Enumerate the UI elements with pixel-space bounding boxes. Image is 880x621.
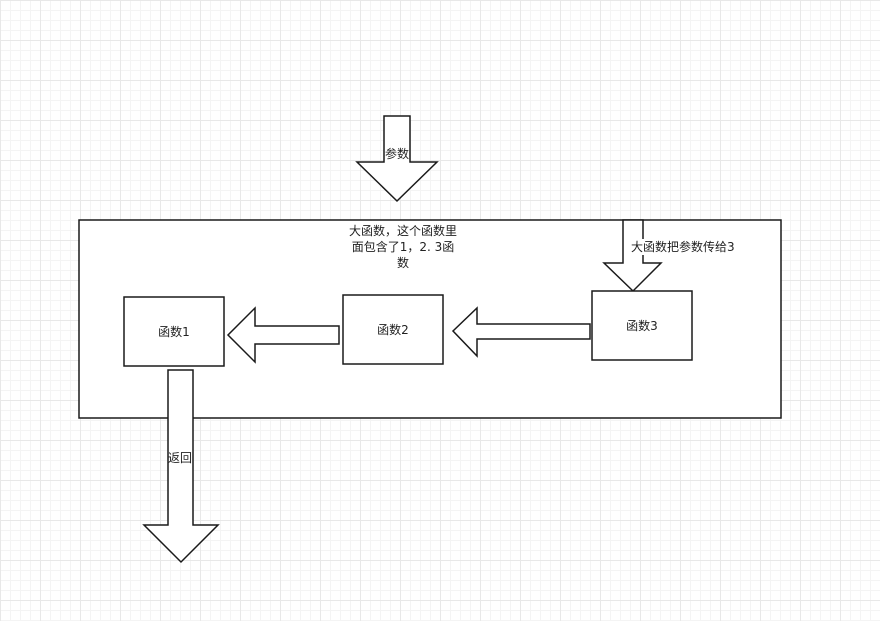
func3-to-func2-arrow[interactable]: [451, 306, 591, 358]
return-arrow-label: 返回: [168, 451, 193, 465]
func2-box[interactable]: [342, 294, 444, 365]
container-label-line-2: 面包含了1，2. 3函: [351, 240, 455, 254]
func3-box[interactable]: [591, 290, 693, 361]
func1-label: 函数1: [158, 325, 190, 339]
func1-box[interactable]: [123, 296, 225, 367]
func3-label: 函数3: [626, 319, 658, 333]
container-label-line-3: 数: [396, 256, 409, 270]
func2-label: 函数2: [377, 323, 409, 337]
container-label-line-1: 大函数，这个函数里: [348, 224, 457, 238]
return-arrow[interactable]: [142, 369, 220, 564]
input-arrow-label: 参数: [385, 147, 410, 161]
pass-to-func3-arrow[interactable]: [602, 219, 663, 293]
container-label: 大函数，这个函数里 面包含了1，2. 3函 数: [330, 223, 476, 271]
pass-arrow-label: 大函数把参数传给3: [631, 239, 735, 255]
func2-to-func1-arrow[interactable]: [226, 306, 340, 364]
input-arrow[interactable]: [355, 115, 439, 203]
